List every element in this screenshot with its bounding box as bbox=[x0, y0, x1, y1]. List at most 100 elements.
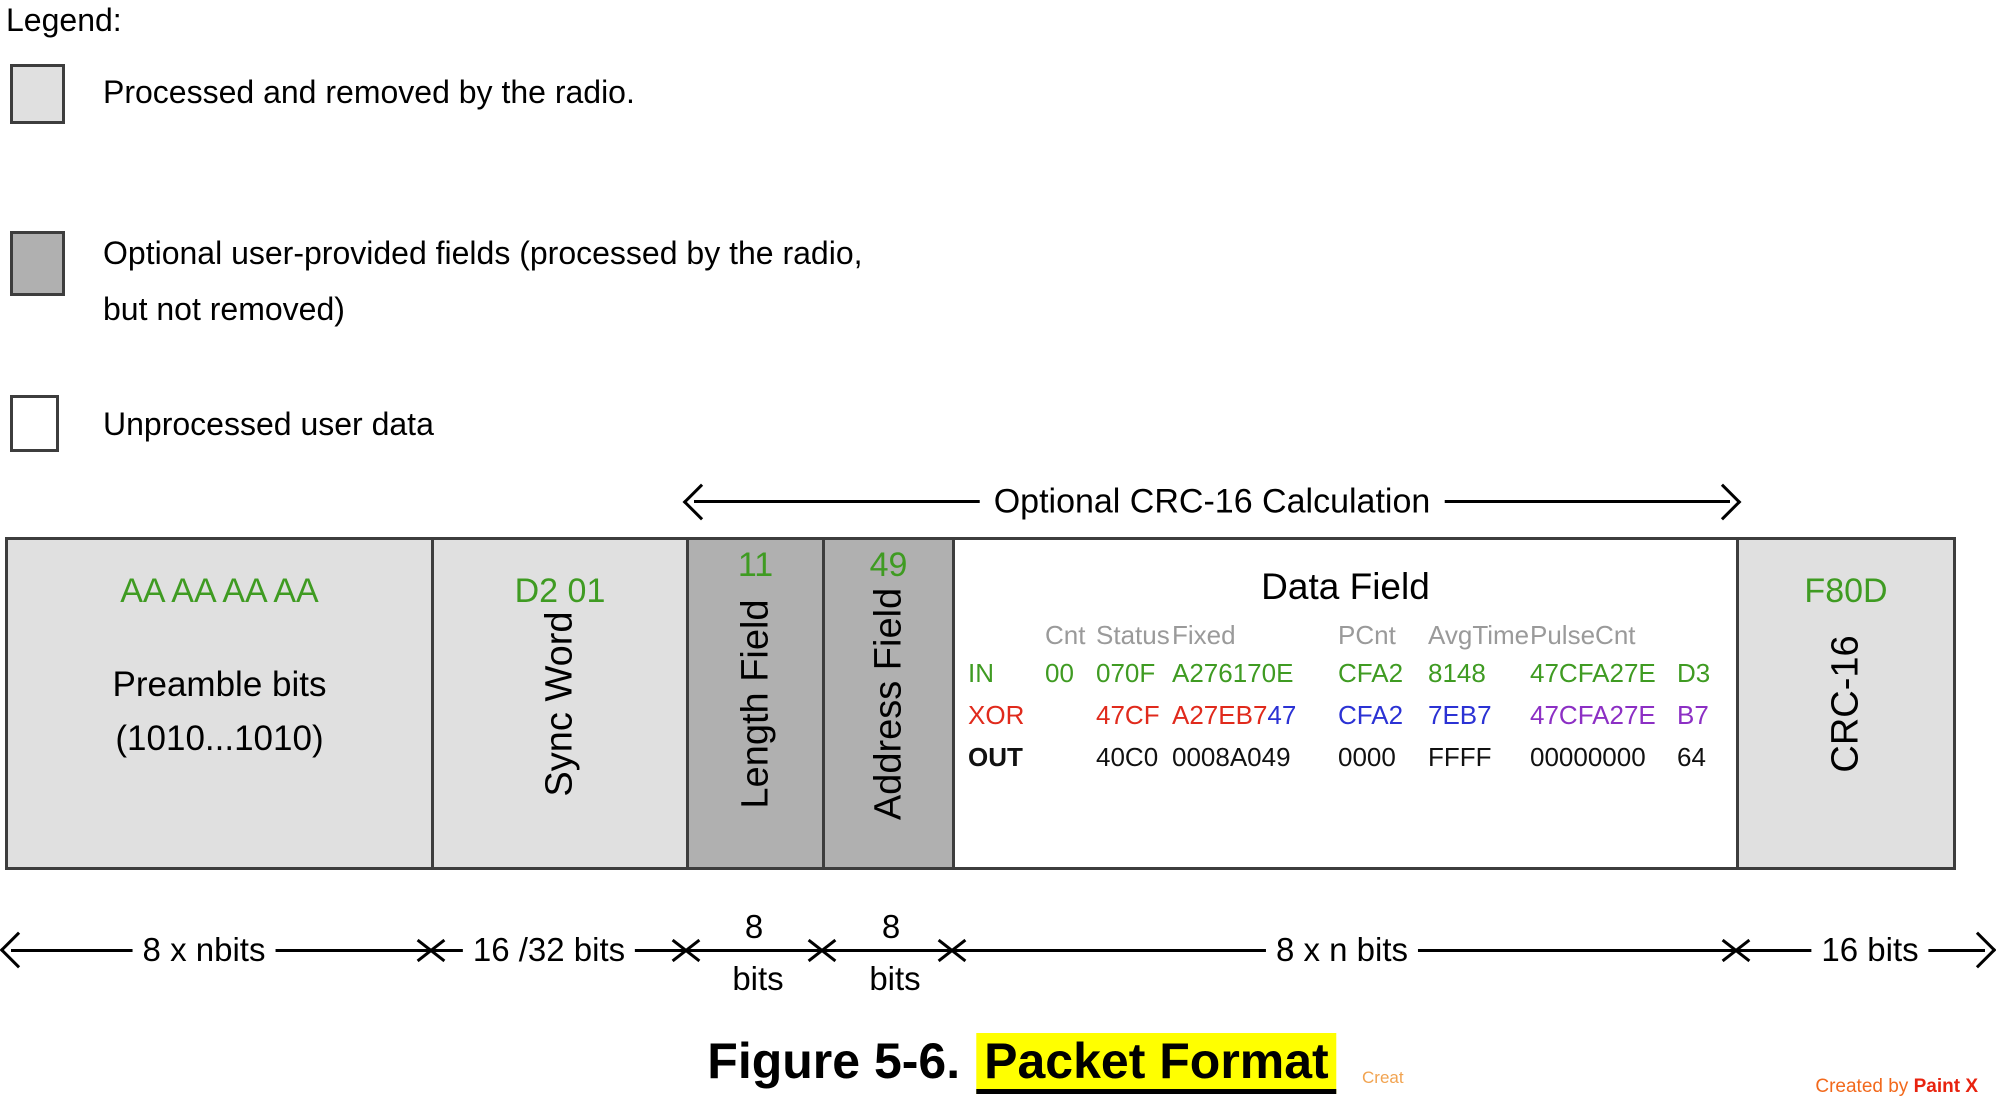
table-cell: 070F bbox=[1096, 658, 1172, 689]
preamble-label: Preamble bits (1010...1010) bbox=[8, 658, 431, 766]
table-cell-segment: 64 bbox=[1677, 741, 1706, 772]
field-crc16: F80D CRC-16 bbox=[1736, 537, 1956, 870]
size-label-data: 8 x n bits bbox=[1265, 931, 1419, 969]
table-cell-segment: 0000 bbox=[1338, 741, 1396, 772]
table-cell: B7 bbox=[1677, 700, 1737, 731]
table-cell: A276170E bbox=[1172, 658, 1338, 689]
table-header-cell: Fixed bbox=[1172, 619, 1236, 650]
row-label: XOR bbox=[968, 699, 1025, 730]
table-cell: FFFF bbox=[1428, 742, 1530, 773]
table-cell-segment: B7 bbox=[1677, 699, 1709, 730]
table-cell-segment: 070F bbox=[1096, 657, 1156, 688]
table-header-cell: AvgTime bbox=[1428, 619, 1530, 650]
table-cell: 0008A049 bbox=[1172, 742, 1338, 773]
table-cell-segment: 7EB7 bbox=[1428, 699, 1492, 730]
table-cell: 64 bbox=[1677, 742, 1737, 773]
arrow-right-icon bbox=[1704, 483, 1742, 521]
field-sync-word: D2 01 Sync Word bbox=[431, 537, 689, 870]
table-cell-segment: 47 bbox=[1267, 699, 1297, 730]
legend-swatch-unprocessed bbox=[10, 395, 59, 452]
size-label-length-unit: bits bbox=[732, 960, 784, 997]
preamble-label-line2: (1010...1010) bbox=[115, 719, 324, 758]
table-cell: D3 bbox=[1677, 658, 1737, 689]
data-table-row-in: IN 00 070F A276170E CFA2 8148 47CFA27E D3 bbox=[968, 652, 1737, 694]
caption-prefix: Figure 5-6. bbox=[707, 1033, 961, 1089]
figure-caption: Figure 5-6. Packet Format bbox=[707, 1032, 1337, 1094]
table-cell: 0000 bbox=[1338, 742, 1428, 773]
crc16-hex-value: F80D bbox=[1804, 572, 1888, 610]
field-preamble: AA AA AA AA Preamble bits (1010...1010) bbox=[5, 537, 434, 870]
size-label-crc: 16 bits bbox=[1811, 931, 1929, 969]
table-cell-segment: 47CF bbox=[1096, 699, 1160, 730]
table-cell-segment: FFFF bbox=[1428, 741, 1492, 772]
table-cell-segment: 00000000 bbox=[1530, 741, 1646, 772]
length-hex-value: 11 bbox=[737, 546, 774, 584]
table-cell-segment: D3 bbox=[1677, 657, 1711, 688]
table-cell: 00000000 bbox=[1530, 742, 1677, 773]
arrow-right-icon bbox=[1959, 931, 1996, 969]
table-cell: A27EB747 bbox=[1172, 700, 1338, 731]
legend-swatch-processed bbox=[10, 64, 65, 124]
crc16-span-label: Optional CRC-16 Calculation bbox=[979, 482, 1445, 522]
arrow-left-icon bbox=[682, 483, 720, 521]
table-cell: CFA2 bbox=[1338, 700, 1428, 731]
legend-label-processed: Processed and removed by the radio. bbox=[103, 74, 635, 110]
table-cell-segment: 0008A049 bbox=[1172, 741, 1291, 772]
table-header-cell: Status bbox=[1096, 619, 1170, 650]
table-cell-segment: CFA2 bbox=[1338, 657, 1404, 688]
size-label-address-unit: bits bbox=[869, 960, 921, 997]
table-header-cell: PCnt bbox=[1338, 619, 1396, 650]
caption-highlight: Packet Format bbox=[976, 1033, 1337, 1094]
size-label-address-number: 8 bbox=[881, 908, 901, 945]
table-header-cell: Cnt bbox=[1045, 619, 1086, 650]
address-field-label: Address Field bbox=[867, 587, 909, 820]
dimension-line bbox=[11, 949, 1985, 952]
legend-title: Legend: bbox=[6, 2, 122, 38]
paintx-watermark: Created by Paint X bbox=[1815, 1076, 1978, 1098]
table-cell: 7EB7 bbox=[1428, 700, 1530, 731]
table-cell-segment: A27EB7 bbox=[1172, 699, 1268, 730]
table-cell: 47CFA27E bbox=[1530, 700, 1677, 731]
sync-word-hex-value: D2 01 bbox=[514, 572, 606, 610]
table-cell-segment: CFA2 bbox=[1338, 699, 1404, 730]
table-header-cell: PulseCnt bbox=[1530, 619, 1636, 650]
paintx-watermark-name: Paint X bbox=[1913, 1076, 1978, 1097]
legend-label-optional-fields: Optional user-provided fields (processed… bbox=[103, 235, 863, 327]
watermark-fragment: Creat bbox=[1362, 1068, 1404, 1087]
table-cell-segment: 47CFA27E bbox=[1530, 699, 1656, 730]
field-length: 11 Length Field bbox=[686, 537, 825, 870]
packet-format-diagram: AA AA AA AA Preamble bits (1010...1010) … bbox=[5, 537, 1956, 870]
table-cell: CFA2 bbox=[1338, 658, 1428, 689]
paintx-watermark-prefix: Created by bbox=[1815, 1076, 1914, 1097]
data-table-row-out: OUT 40C0 0008A049 0000 FFFF 00000000 64 bbox=[968, 736, 1737, 778]
table-cell-segment: 8148 bbox=[1428, 657, 1486, 688]
size-label-length-number: 8 bbox=[744, 908, 764, 945]
table-cell: 47CF bbox=[1096, 700, 1172, 731]
data-field-title: Data Field bbox=[1261, 566, 1430, 607]
size-dimension-row: 8 x nbits 16 /32 bits 8 bits 8 bits 8 x … bbox=[0, 900, 1996, 1000]
sync-word-label: Sync Word bbox=[538, 610, 581, 797]
size-label-sync: 16 /32 bits bbox=[462, 931, 636, 969]
crc16-label: CRC-16 bbox=[1824, 634, 1867, 773]
table-cell-segment: A276170E bbox=[1172, 657, 1294, 688]
field-address: 49 Address Field bbox=[822, 537, 955, 870]
address-hex-value: 49 bbox=[869, 546, 908, 584]
length-field-label: Length Field bbox=[734, 598, 776, 809]
table-cell: 47CFA27E bbox=[1530, 658, 1677, 689]
legend-label-unprocessed: Unprocessed user data bbox=[103, 406, 434, 442]
table-cell-segment: 40C0 bbox=[1096, 741, 1159, 772]
preamble-hex-value: AA AA AA AA bbox=[120, 572, 319, 610]
row-label: OUT bbox=[968, 741, 1023, 772]
crc16-span-arrow: Optional CRC-16 Calculation bbox=[682, 482, 1742, 522]
table-cell-segment: 00 bbox=[1045, 657, 1074, 688]
table-cell-segment: 47CFA27E bbox=[1530, 657, 1656, 688]
preamble-label-line1: Preamble bits bbox=[112, 665, 327, 704]
legend-swatch-optional-fields bbox=[10, 231, 65, 296]
table-cell: 00 bbox=[1045, 658, 1096, 689]
table-cell: 8148 bbox=[1428, 658, 1530, 689]
size-label-preamble: 8 x nbits bbox=[132, 931, 276, 969]
row-label: IN bbox=[968, 657, 994, 688]
